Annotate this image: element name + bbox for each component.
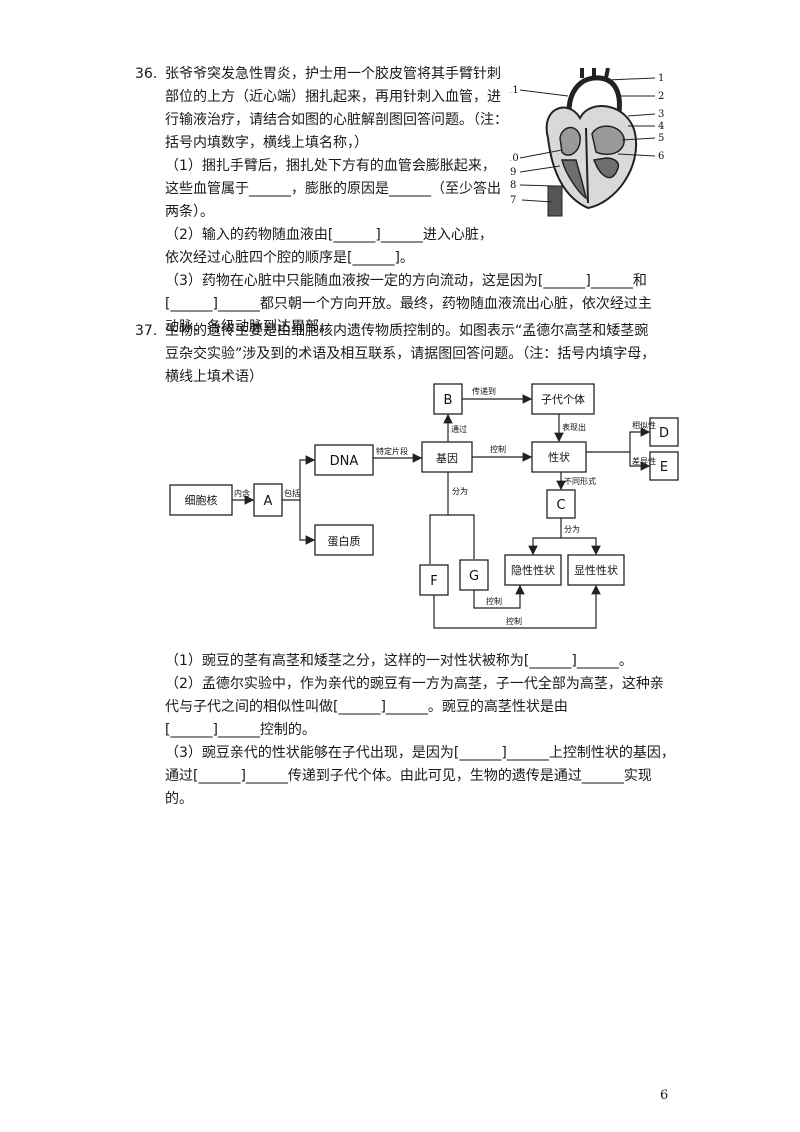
label-protein: 蛋白质 <box>328 534 361 548</box>
heart-label-3: 3 <box>658 109 664 120</box>
edge-segment: 特定片段 <box>376 446 408 456</box>
label-A: A <box>264 494 273 509</box>
label-trait: 性状 <box>548 450 570 464</box>
q37-part-3-line-1: （3）豌豆亲代的性状能够在子代出现，是因为[______]______上控制性状… <box>165 745 675 761</box>
edge-split-2: 分为 <box>564 524 580 534</box>
q37-stem-line-3: 横线上填术语） <box>165 369 263 385</box>
label-C: C <box>556 498 565 513</box>
label-nucleus: 细胞核 <box>185 493 218 507</box>
page-number: 6 <box>660 1088 669 1103</box>
edge-via: 通过 <box>451 424 467 434</box>
box-dominant <box>567 554 625 586</box>
q37-part-2-line-1: （2）孟德尔实验中，作为亲代的豌豆有一方为高茎，子一代全部为高茎，这种亲 <box>165 676 664 692</box>
heart-label-10: 10 <box>510 153 519 164</box>
q37-part-2-line-3: [______]______控制的。 <box>165 722 316 738</box>
label-offspring: 子代个体 <box>541 392 585 406</box>
genetics-concept-diagram: 细胞核 A DNA 蛋白质 基因 B 子代个体 性状 C D E F G 隐性性… <box>169 383 679 629</box>
q36-part-3-line-3: 动脉、各级动脉到达胃部。 <box>165 319 333 335</box>
label-gene: 基因 <box>436 452 458 465</box>
label-F: F <box>430 574 437 589</box>
q36-part-2-line-2: 依次经过心脏四个腔的顺序是[______]。 <box>165 250 414 266</box>
label-G: G <box>469 569 479 584</box>
heart-label-4: 4 <box>658 121 664 132</box>
box-offspring <box>531 383 595 415</box>
edge-express: 表现出 <box>562 422 586 432</box>
heart-label-11: 11 <box>510 85 519 96</box>
q37-part-1: （1）豌豆的茎有高茎和矮茎之分，这样的一对性状被称为[______]______… <box>165 653 633 669</box>
question-36: 36. 张爷爷突发急性胃炎，护士用一个胶皮管将其手臂针刺 部位的上方（近心端）捆… <box>135 63 652 339</box>
heart-anatomy-image: 1 2 3 4 5 6 11 10 9 8 7 <box>510 68 664 218</box>
q36-part-3-line-2: [______]______都只朝一个方向开放。最终，药物随血液流出心脏，依次经… <box>165 296 652 312</box>
q36-part-1-line-1: （1）捆扎手臂后，捆扎处下方有的血管会膨胀起来， <box>165 158 496 174</box>
q36-part-3-line-1: （3）药物在心脏中只能随血液按一定的方向流动，这是因为[______]_____… <box>165 273 647 289</box>
question-37: 37. 生物的遗传主要是由细胞核内遗传物质控制的。如图表示“孟德尔高茎和矮茎豌 … <box>135 320 656 389</box>
heart-label-6: 6 <box>658 151 664 162</box>
q36-stem-line-2: 部位的上方（近心端）捆扎起来，再用针刺入血管，进 <box>165 89 501 105</box>
heart-label-5: 5 <box>658 133 664 144</box>
box-trait <box>531 441 587 473</box>
q36-part-1-line-3: 两条）。 <box>165 204 214 220</box>
box-G <box>459 559 489 591</box>
heart-label-2: 2 <box>658 91 664 102</box>
label-B: B <box>444 393 453 408</box>
question-number: 36. <box>135 66 158 82</box>
box-nucleus <box>169 484 233 516</box>
edge-control-2: 控制 <box>486 596 502 606</box>
edge-control-1: 控制 <box>490 444 506 454</box>
box-DNA <box>314 444 374 476</box>
q36-part-2-line-1: （2）输入的药物随血液由[______]______进入心脏， <box>165 227 493 243</box>
box-F <box>419 564 449 596</box>
label-DNA: DNA <box>330 454 359 469</box>
q36-stem-line-1: 张爷爷突发急性胃炎，护士用一个胶皮管将其手臂针刺 <box>165 66 501 82</box>
edge-split-1: 分为 <box>452 486 468 496</box>
q37-part-3-line-3: 的。 <box>165 791 193 807</box>
label-dominant: 显性性状 <box>574 563 618 577</box>
q37-stem-line-2: 豆杂交实验”涉及到的术语及相互联系，请据图回答问题。（注：括号内填字母， <box>165 346 656 362</box>
question-37-parts: （1）豌豆的茎有高茎和矮茎之分，这样的一对性状被称为[______]______… <box>165 650 675 811</box>
q36-stem-line-4: 括号内填数字，横线上填名称，） <box>165 135 368 151</box>
box-B <box>433 383 463 415</box>
q37-part-2-line-2: 代与子代之间的相似性叫做[______]______。豌豆的高茎性状是由 <box>165 699 568 715</box>
heart-label-8: 8 <box>510 180 516 191</box>
q37-stem-line-1: 生物的遗传主要是由细胞核内遗传物质控制的。如图表示“孟德尔高茎和矮茎豌 <box>165 323 649 339</box>
heart-label-1: 1 <box>658 73 664 84</box>
edge-contains: 内含 <box>234 488 250 498</box>
edge-diff: 差异性 <box>632 456 656 466</box>
label-E: E <box>660 460 668 475</box>
edge-includes: 包括 <box>284 488 300 498</box>
edge-pass: 传递到 <box>472 386 496 396</box>
heart-label-9: 9 <box>510 167 516 178</box>
heart-label-7: 7 <box>510 195 516 206</box>
question-number: 37. <box>135 323 158 339</box>
edge-similar: 相似性 <box>632 420 656 430</box>
q37-part-3-line-2: 通过[______]______传递到子代个体。由此可见，生物的遗传是通过___… <box>165 768 652 784</box>
edge-control-3: 控制 <box>506 616 522 626</box>
box-recessive <box>504 554 562 586</box>
label-D: D <box>659 426 669 441</box>
label-recessive: 隐性性状 <box>511 563 555 577</box>
q36-part-1-line-2: 这些血管属于______，膨胀的原因是______（至少答出 <box>165 181 501 197</box>
box-D <box>649 417 679 447</box>
edge-forms: 不同形式 <box>564 476 596 486</box>
q36-stem-line-3: 行输液治疗，请结合如图的心脏解剖图回答问题。（注： <box>165 112 508 128</box>
